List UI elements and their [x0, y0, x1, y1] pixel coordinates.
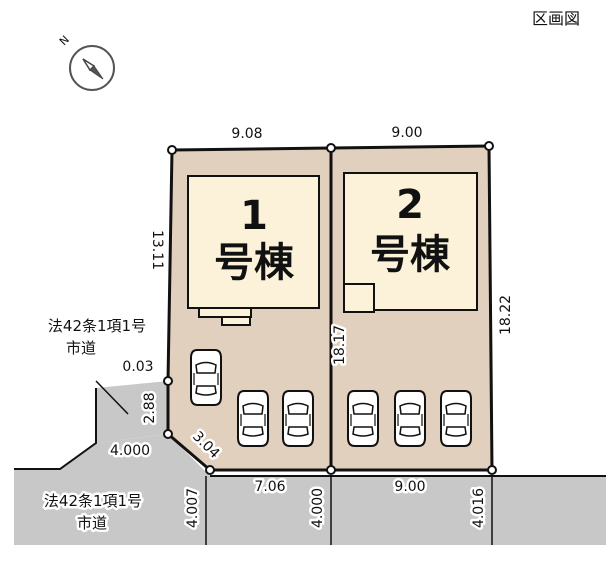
lot-2-label: 号棟 — [370, 232, 451, 278]
north-compass-icon: N — [57, 33, 115, 91]
corner-dim: 0.03 — [122, 359, 153, 375]
lot-2-number: 2 — [396, 182, 424, 228]
building-1-entry-step-2 — [221, 316, 251, 326]
lot-1-number: 1 — [240, 193, 268, 239]
building-1-entry-step — [198, 307, 252, 318]
side-road-name: 法42条1項1号 — [48, 317, 146, 335]
lot-2-right-dim: 18.22 — [498, 295, 514, 335]
lot-1-right-dim: 18.17 — [332, 325, 348, 365]
front-road — [14, 434, 606, 545]
side-road — [96, 381, 168, 443]
parking-car — [347, 390, 379, 447]
front-road-width-1: 4.007 — [185, 488, 201, 528]
building-1 — [187, 175, 320, 309]
side-road-type: 市道 — [66, 339, 96, 357]
road-width-lines — [205, 476, 493, 545]
lot-2-bottom-dim: 9.00 — [394, 479, 425, 495]
side-road-leader — [95, 380, 129, 415]
parking-car — [190, 349, 222, 406]
boundary-markers — [163, 141, 497, 475]
front-road-width-2: 4.000 — [310, 488, 326, 528]
building-2 — [343, 172, 478, 311]
front-road-type: 市道 — [77, 514, 107, 532]
lot-1-label: 号棟 — [214, 240, 295, 286]
building-2-entry — [343, 283, 375, 313]
parking-car — [237, 390, 269, 447]
parking-car — [440, 390, 472, 447]
lot-2-top-dim: 9.00 — [391, 125, 422, 141]
lot-1-left-dim: 13.11 — [149, 230, 165, 270]
parking-car — [394, 390, 426, 447]
side-road-width: 4.000 — [110, 443, 150, 459]
front-road-name: 法42条1項1号 — [44, 492, 142, 510]
lot-1-bottom-dim: 7.06 — [254, 479, 285, 495]
road-edge-lines — [14, 388, 606, 477]
north-label: N — [57, 33, 72, 48]
lot-1-top-dim: 9.08 — [231, 126, 262, 142]
front-road-width-3: 4.016 — [471, 488, 487, 528]
drawing-title: 区画図 — [532, 9, 580, 28]
parking-car — [282, 390, 314, 447]
short-side-dim: 2.88 — [142, 392, 158, 423]
